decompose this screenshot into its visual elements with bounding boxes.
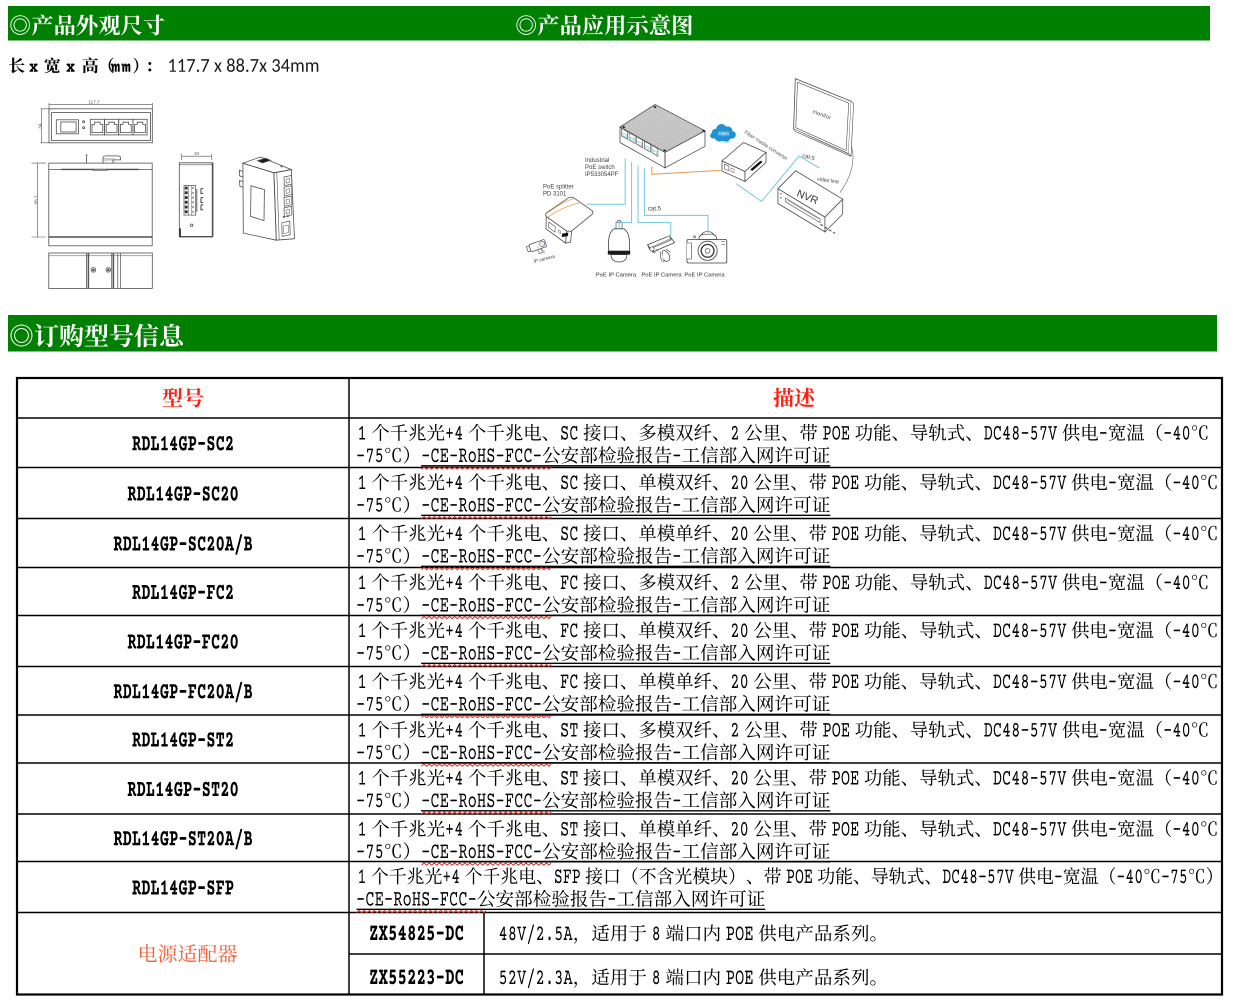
- svg-text:PoE splitter: PoE splitter: [543, 185, 574, 191]
- svg-text:video line: video line: [817, 177, 840, 186]
- svg-text:FIBER: FIBER: [718, 132, 729, 136]
- svg-text:34: 34: [194, 151, 200, 156]
- svg-text:PoE switch: PoE switch: [585, 165, 615, 171]
- svg-text:88.7: 88.7: [34, 195, 39, 204]
- svg-text:IP camera: IP camera: [533, 254, 556, 265]
- svg-text:Industrial: Industrial: [585, 158, 609, 164]
- svg-text:34: 34: [38, 123, 43, 129]
- svg-text:cat.5: cat.5: [802, 153, 816, 162]
- svg-text:cat.5: cat.5: [648, 207, 662, 213]
- svg-text:PoE IP Camera: PoE IP Camera: [596, 273, 637, 279]
- svg-text:PoE IP Camera: PoE IP Camera: [641, 273, 682, 279]
- svg-text:IP533054PF: IP533054PF: [585, 172, 619, 178]
- svg-text:PoE IP Camera: PoE IP Camera: [684, 273, 725, 279]
- svg-text:117.7: 117.7: [88, 99, 100, 104]
- svg-text:5(mm): 5(mm): [104, 157, 116, 161]
- svg-text:PD 3101: PD 3101: [543, 192, 567, 198]
